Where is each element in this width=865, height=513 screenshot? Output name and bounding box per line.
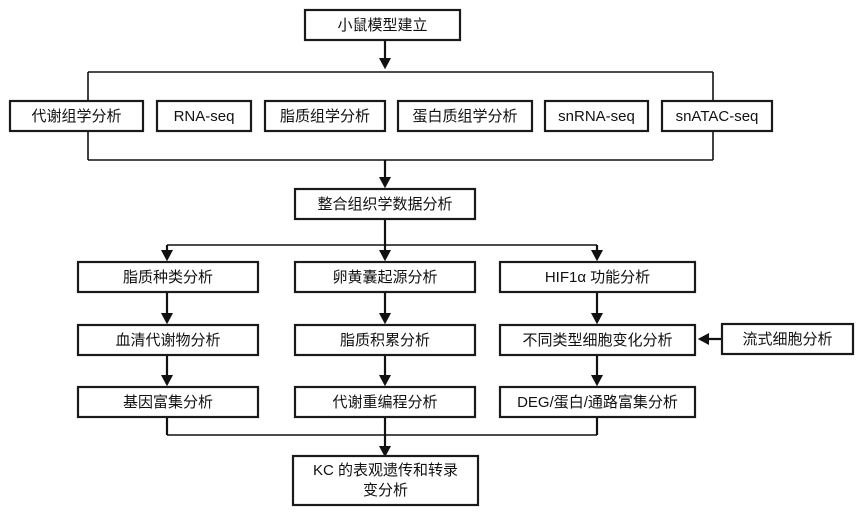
node-kc-epigenetics-line1: KC 的表观遗传和转录 xyxy=(313,462,458,479)
node-omics-rnaseq-label: RNA-seq xyxy=(174,108,235,125)
node-serum-metabolite-label: 血清代谢物分析 xyxy=(115,332,220,349)
edge-integration-to-row3-bar xyxy=(160,218,604,262)
node-flow-cytometry[interactable]: 流式细胞分析 xyxy=(720,322,855,356)
node-deg-protein-pathway[interactable]: DEG/蛋白/通路富集分析 xyxy=(498,385,697,419)
node-omics-snatacseq-label: snATAC-seq xyxy=(676,108,759,125)
node-mouse-model[interactable]: 小鼠模型建立 xyxy=(303,8,462,42)
node-lipid-species-label: 脂质种类分析 xyxy=(123,269,213,286)
edge-columns-to-final xyxy=(165,416,599,458)
node-cell-type-change[interactable]: 不同类型细胞变化分析 xyxy=(498,323,697,357)
node-integration[interactable]: 整合组织学数据分析 xyxy=(293,187,477,221)
node-omics-snatacseq[interactable]: snATAC-seq xyxy=(660,99,774,133)
node-flow-cytometry-label: 流式细胞分析 xyxy=(742,331,832,348)
node-hif1a-function[interactable]: HIF1α 功能分析 xyxy=(498,260,697,294)
node-gene-enrichment[interactable]: 基因富集分析 xyxy=(76,385,260,419)
node-integration-label: 整合组织学数据分析 xyxy=(317,196,452,213)
node-omics-snrnaseq[interactable]: snRNA-seq xyxy=(543,99,650,133)
node-gene-enrichment-label: 基因富集分析 xyxy=(123,393,213,411)
node-omics-metabolomics-label: 代谢组学分析 xyxy=(31,108,121,125)
node-lipid-accumulation-label: 脂质积累分析 xyxy=(340,332,430,349)
node-kc-epigenetics-line2: 变分析 xyxy=(363,482,408,499)
node-omics-rnaseq[interactable]: RNA-seq xyxy=(155,99,253,133)
node-omics-proteomics[interactable]: 蛋白质组学分析 xyxy=(396,99,534,133)
node-omics-snrnaseq-label: snRNA-seq xyxy=(558,108,635,125)
node-mouse-model-label: 小鼠模型建立 xyxy=(337,17,427,34)
node-omics-metabolomics[interactable]: 代谢组学分析 xyxy=(8,99,145,133)
node-omics-lipidomics-label: 脂质组学分析 xyxy=(280,108,370,125)
node-hif1a-function-label: HIF1α 功能分析 xyxy=(545,269,650,286)
node-serum-metabolite[interactable]: 血清代谢物分析 xyxy=(76,323,260,357)
node-lipid-species[interactable]: 脂质种类分析 xyxy=(76,260,260,294)
node-yolk-origin[interactable]: 卵黄囊起源分析 xyxy=(293,260,477,294)
node-metabolic-reprogramming-label: 代谢重编程分析 xyxy=(332,394,437,411)
node-cell-type-change-label: 不同类型细胞变化分析 xyxy=(522,332,672,349)
node-lipid-accumulation[interactable]: 脂质积累分析 xyxy=(293,323,477,357)
node-yolk-origin-label: 卵黄囊起源分析 xyxy=(332,269,437,286)
node-omics-lipidomics[interactable]: 脂质组学分析 xyxy=(263,99,387,133)
node-omics-proteomics-label: 蛋白质组学分析 xyxy=(412,108,517,125)
node-deg-protein-pathway-label: DEG/蛋白/通路富集分析 xyxy=(517,393,678,411)
node-metabolic-reprogramming[interactable]: 代谢重编程分析 xyxy=(293,385,477,419)
node-kc-epigenetics[interactable]: KC 的表观遗传和转录 变分析 xyxy=(291,454,480,507)
